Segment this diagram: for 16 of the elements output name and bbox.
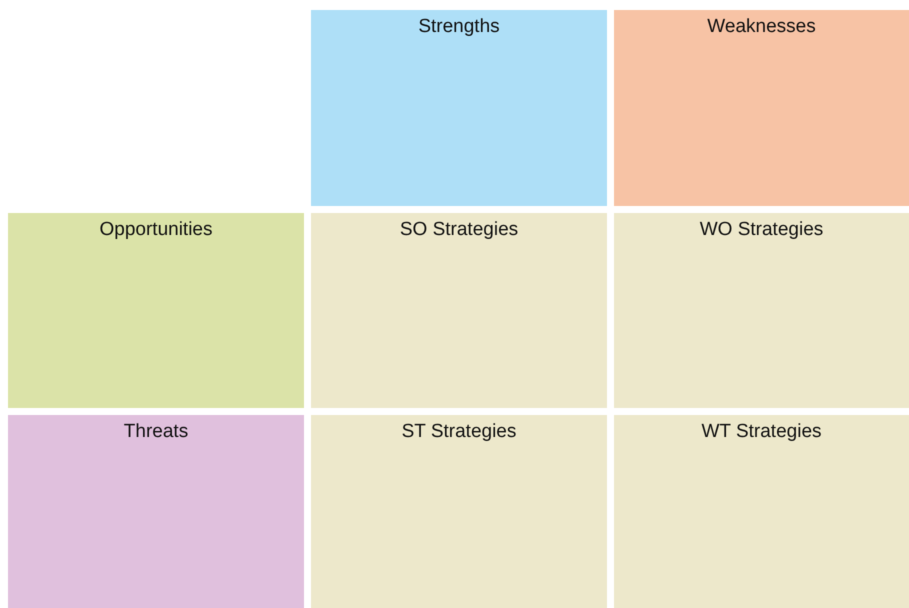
strategy-panel [614,415,909,608]
panel-heading: Strengths [418,16,500,38]
strategy-panel [311,415,607,608]
panel-heading: WT Strategies [701,421,822,443]
opportunities-panel [8,213,304,408]
panel-heading: Opportunities [99,219,212,241]
strategy-panel [311,213,607,408]
panel-heading: Weaknesses [707,16,816,38]
threats-panel [8,415,304,608]
panel-heading: SO Strategies [400,219,518,241]
strengths-panel [311,10,607,206]
strategy-panel [614,213,909,408]
panel-heading: WO Strategies [700,219,824,241]
panel-heading: ST Strategies [402,421,516,443]
weaknesses-panel [614,10,909,206]
panel-heading: Threats [124,421,188,443]
